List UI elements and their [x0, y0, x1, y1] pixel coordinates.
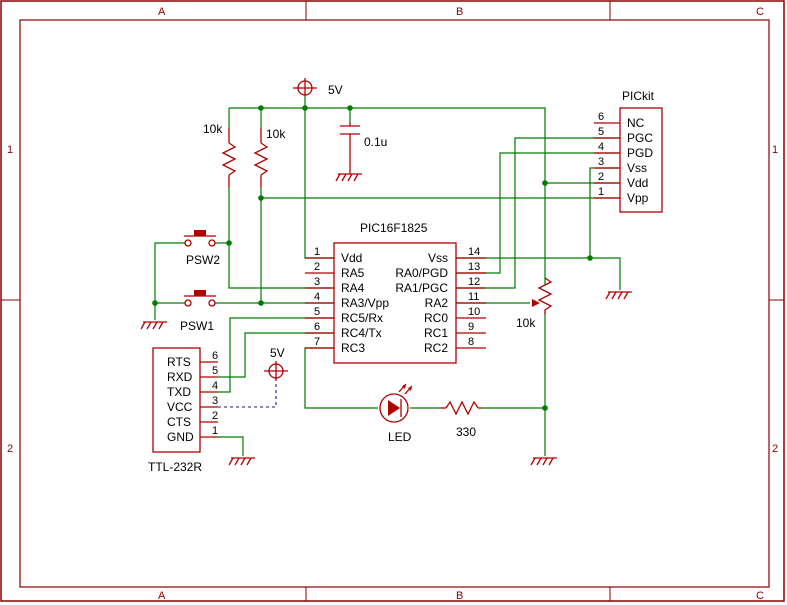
mcu-chip: PIC16F1825 1 2 3 4 5 6 7 Vdd RA5 RA4 RA3…: [305, 221, 486, 364]
row-label-1-left: 1: [7, 144, 13, 156]
pickit-pin-name: Vss: [627, 161, 647, 175]
mcu-pin-name: RA4: [341, 281, 365, 295]
ttl-pin-num: 5: [212, 365, 218, 377]
ttl-pin-num: 2: [212, 410, 218, 422]
power-label-5v: 5V: [328, 83, 343, 97]
mcu-pin-name: RC5/Rx: [341, 311, 383, 325]
potentiometer-value: 10k: [516, 316, 536, 330]
mcu-pin-name: RA0/PGD: [395, 266, 448, 280]
pickit-pin-num: 3: [598, 156, 604, 168]
psw1-label: PSW1: [180, 319, 214, 333]
mcu-pin-num: 10: [468, 306, 480, 318]
ttl-pin-name: RTS: [167, 355, 191, 369]
pickit-pin-num: 5: [598, 126, 604, 138]
mcu-pin-name: RA5: [341, 266, 365, 280]
power-symbol-5v: 5V: [293, 78, 343, 97]
wires: [154, 95, 621, 456]
mcu-pin-name: RA1/PGC: [395, 281, 448, 295]
resistor-330-value: 330: [456, 425, 476, 439]
junctions: [152, 105, 593, 411]
ttl-pin-name: CTS: [167, 415, 191, 429]
ttl-pin-num: 6: [212, 350, 218, 362]
col-label-c-bottom: C: [756, 590, 764, 602]
push-switch-psw1: PSW1: [180, 290, 216, 333]
mcu-pin-num: 5: [314, 306, 320, 318]
ttl-pin-num: 1: [212, 425, 218, 437]
resistor-r1-value: 10k: [203, 122, 223, 136]
pickit-pin-name: Vpp: [627, 191, 649, 205]
mcu-pin-num: 7: [314, 336, 320, 348]
mcu-pin-num: 4: [314, 291, 320, 303]
mcu-pin-name: Vss: [428, 251, 448, 265]
mcu-pin-num: 8: [468, 336, 474, 348]
mcu-pin-name: RA3/Vpp: [341, 296, 389, 310]
mcu-pin-num: 14: [468, 246, 480, 258]
ttl-pin-name: RXD: [167, 370, 193, 384]
pickit-pin-name: NC: [627, 116, 645, 130]
pickit-pin-num: 4: [598, 141, 604, 153]
capacitor-value: 0.1u: [364, 135, 387, 149]
mcu-pin-num: 11: [468, 291, 479, 303]
ttl-pin-num: 3: [212, 395, 218, 407]
ttl-pin-name: GND: [167, 430, 194, 444]
mcu-pin-name: RC3: [341, 341, 365, 355]
ttl-title: TTL-232R: [148, 460, 202, 474]
mcu-pin-name: RC1: [424, 326, 448, 340]
row-label-2-left: 2: [7, 443, 13, 455]
pickit-pin-num: 6: [598, 111, 604, 123]
col-label-b-top: B: [456, 6, 463, 18]
row-label-2-right: 2: [772, 443, 778, 455]
mcu-pin-num: 9: [468, 321, 474, 333]
pickit-pin-name: PGC: [627, 131, 653, 145]
pickit-title: PICkit: [622, 89, 655, 103]
ground-symbol-switch: [140, 321, 167, 330]
col-label-a-top: A: [158, 6, 166, 18]
power-label-5v-ttl: 5V: [270, 346, 285, 360]
mcu-pin-name: RC2: [424, 341, 448, 355]
ttl-pin-num: 4: [212, 380, 218, 392]
pickit-pin-num: 2: [598, 171, 604, 183]
mcu-title: PIC16F1825: [360, 221, 428, 235]
col-label-b-bottom: B: [456, 590, 463, 602]
ttl-232r-connector: TTL-232R 6 5 4 3 2 1 RTS RXD TXD VCC CTS…: [148, 347, 218, 474]
mcu-pin-num: 2: [314, 261, 320, 273]
pickit-pin-name: Vdd: [627, 176, 648, 190]
col-label-a-bottom: A: [158, 590, 166, 602]
mcu-pin-num: 1: [314, 246, 320, 258]
mcu-pin-num: 3: [314, 276, 320, 288]
ground-symbol-ttl: [228, 457, 255, 466]
ground-symbol-vss: [605, 291, 632, 300]
led: LED: [379, 383, 413, 444]
led-label: LED: [388, 430, 412, 444]
ground-symbol-led: [530, 457, 557, 466]
ttl-pin-name: VCC: [167, 400, 193, 414]
mcu-pin-num: 6: [314, 321, 320, 333]
mcu-pin-num: 12: [468, 276, 480, 288]
resistor-r2-value: 10k: [266, 127, 286, 141]
pickit-header: PICkit 6 5 4 3 2 1 NC PGC PGD Vss Vdd Vp…: [594, 89, 663, 213]
mcu-pin-name: Vdd: [341, 251, 362, 265]
power-symbol-5v-ttl: 5V: [264, 346, 288, 381]
ttl-pin-name: TXD: [167, 385, 191, 399]
pickit-pin-num: 1: [598, 186, 604, 198]
push-switch-psw2: PSW2: [184, 230, 220, 267]
mcu-pin-name: RA2: [425, 296, 449, 310]
psw2-label: PSW2: [186, 253, 220, 267]
mcu-pin-num: 13: [468, 261, 480, 273]
potentiometer: 10k: [516, 277, 553, 330]
mcu-pin-name: RC0: [424, 311, 448, 325]
mcu-pin-name: RC4/Tx: [341, 326, 382, 340]
pickit-pin-name: PGD: [627, 146, 653, 160]
col-label-c-top: C: [756, 6, 764, 18]
resistor-330: 330: [440, 400, 482, 439]
capacitor: 0.1u: [335, 122, 387, 182]
row-label-1-right: 1: [772, 144, 778, 156]
resistor-r2: 10k: [253, 127, 286, 188]
resistor-r1: 10k: [203, 122, 237, 188]
